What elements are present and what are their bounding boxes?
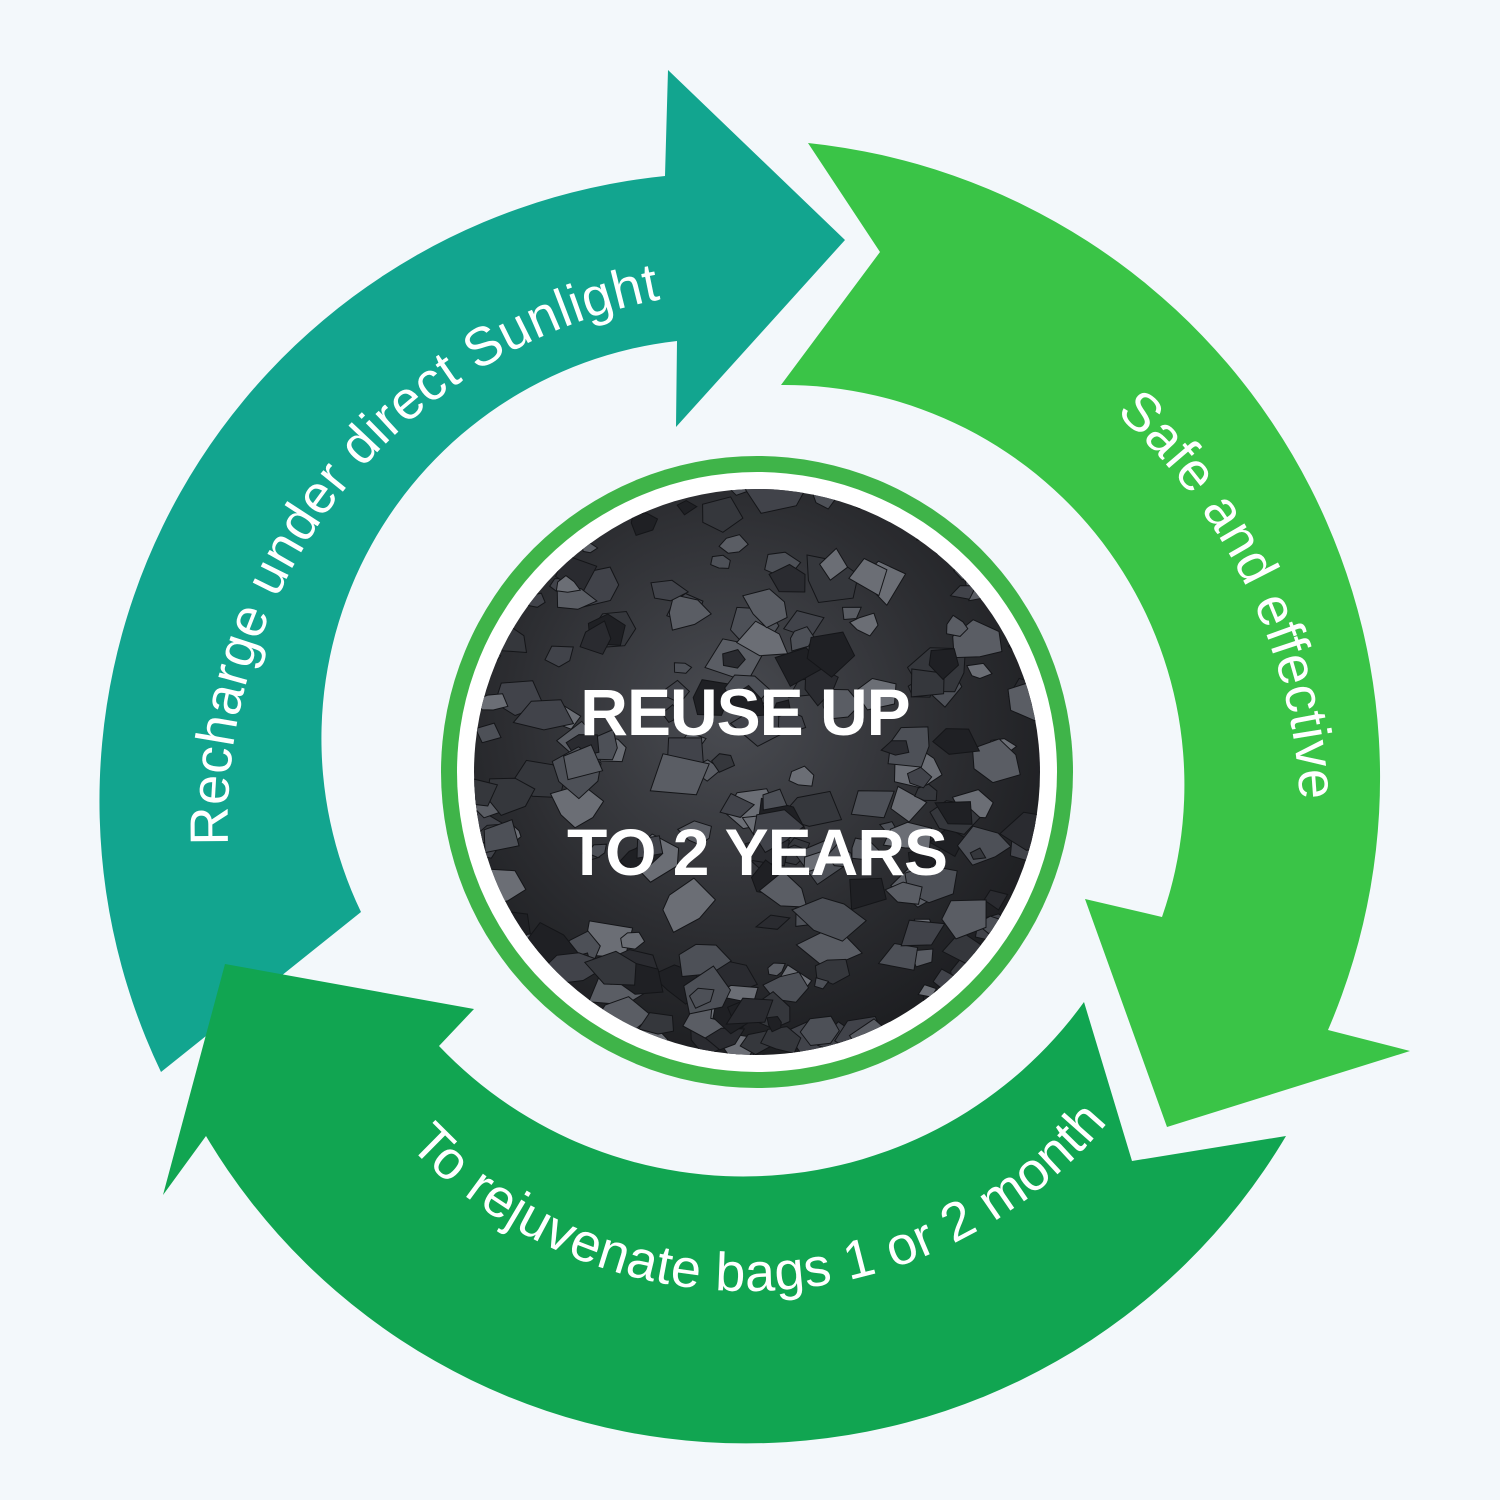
charcoal-chunk — [702, 496, 744, 533]
center-medallion: REUSE UP TO 2 YEARS — [441, 456, 1073, 1088]
charcoal-chunk — [710, 554, 731, 569]
charcoal-chunk — [818, 547, 849, 581]
charcoal-chunk — [806, 631, 856, 678]
charcoal-chunk — [791, 897, 867, 942]
charcoal-chunk — [676, 500, 698, 516]
charcoal-chunk — [725, 997, 774, 1025]
charcoal-chunk — [768, 563, 806, 593]
arrow-safe — [781, 143, 1410, 1127]
charcoal-chunk — [579, 620, 612, 655]
center-text-line1: REUSE UP — [580, 675, 909, 749]
charcoal-chunk — [563, 744, 604, 781]
charcoal-chunk — [673, 662, 693, 674]
charcoal-chunk — [914, 783, 938, 802]
charcoal-chunk — [586, 843, 608, 859]
charcoal-chunk — [971, 738, 1021, 784]
charcoal-chunk — [966, 662, 993, 680]
charcoal-chunk — [956, 825, 1012, 866]
charcoal-chunk — [762, 788, 788, 811]
charcoal-chunk — [678, 943, 732, 978]
charcoal-chunk — [882, 821, 932, 850]
charcoal-chunk — [637, 1012, 675, 1035]
charcoal-chunk — [907, 849, 941, 874]
charcoal-chunk — [741, 489, 812, 514]
charcoal-chunk — [662, 877, 717, 933]
charcoal-chunk — [583, 950, 637, 986]
charcoal-chunk — [512, 699, 575, 731]
charcoal-chunk — [758, 870, 808, 908]
charcoal-chunk — [483, 819, 520, 854]
charcoal-chunk — [877, 942, 919, 971]
charcoal-chunk — [917, 984, 938, 998]
charcoal-chunk — [906, 766, 933, 789]
charcoal-chunk — [676, 820, 712, 846]
charcoal-chunk — [900, 919, 946, 947]
center-text-line2: TO 2 YEARS — [567, 815, 947, 889]
charcoal-chunk — [890, 785, 928, 823]
charcoal-chunk — [620, 931, 646, 950]
charcoal-chunk — [934, 801, 973, 825]
charcoal-chunk — [848, 557, 888, 597]
charcoal-chunk — [710, 753, 736, 773]
charcoal-chunk — [474, 722, 502, 744]
charcoal-chunk — [880, 740, 910, 756]
charcoal-chunk — [932, 728, 981, 755]
charcoal-chunk — [946, 614, 969, 637]
charcoal-chunk — [789, 626, 815, 652]
charcoal-chunk — [650, 579, 690, 602]
arrow-rejuvenate — [163, 964, 1286, 1444]
charcoal-chunk — [661, 704, 683, 724]
charcoal-chunk — [799, 1015, 840, 1047]
charcoal-chunk — [841, 606, 862, 621]
charcoal-chunk — [803, 850, 825, 874]
charcoal-chunk — [849, 877, 887, 911]
charcoal-chunk — [928, 648, 960, 681]
charcoal-chunk — [704, 1027, 746, 1051]
charcoal-chunk — [848, 612, 879, 637]
charcoal-chunk — [754, 914, 791, 930]
charcoal-chunk — [649, 753, 710, 796]
charcoal-chunk — [884, 881, 923, 905]
charcoal-chunk — [854, 677, 897, 711]
charcoal-chunk — [910, 668, 945, 698]
charcoal-chunk — [767, 962, 786, 977]
charcoal-chunk — [719, 792, 756, 818]
charcoal-chunk — [474, 775, 499, 807]
charcoal-chunk — [814, 958, 851, 985]
charcoal-chunk — [766, 1015, 782, 1033]
charcoal-chunk — [826, 843, 854, 869]
charcoal-chunk — [788, 765, 815, 787]
charcoal-chunk — [782, 610, 825, 639]
charcoal-chunk — [665, 679, 691, 704]
charcoal-chunk — [752, 809, 805, 854]
charcoal-chunk — [549, 783, 605, 829]
charcoal-chunk — [728, 489, 750, 496]
charcoal-chunk — [777, 710, 807, 733]
charcoal-chunk — [636, 835, 664, 859]
charcoal-chunk — [850, 790, 895, 819]
charcoal-chunk — [969, 847, 987, 860]
charcoal-chunk — [722, 649, 746, 669]
charcoal-chunk — [688, 987, 715, 1009]
arrow-recharge — [99, 70, 845, 1072]
charcoal-chunk — [555, 574, 582, 593]
charcoal-chunk — [544, 645, 574, 668]
charcoal-chunk — [983, 889, 1009, 911]
charcoal-chunk — [718, 534, 749, 554]
charcoal-chunk — [726, 684, 767, 717]
charcoal-chunk — [742, 588, 788, 629]
charcoal-chunk — [814, 977, 830, 990]
charcoal-chunk — [941, 899, 987, 940]
